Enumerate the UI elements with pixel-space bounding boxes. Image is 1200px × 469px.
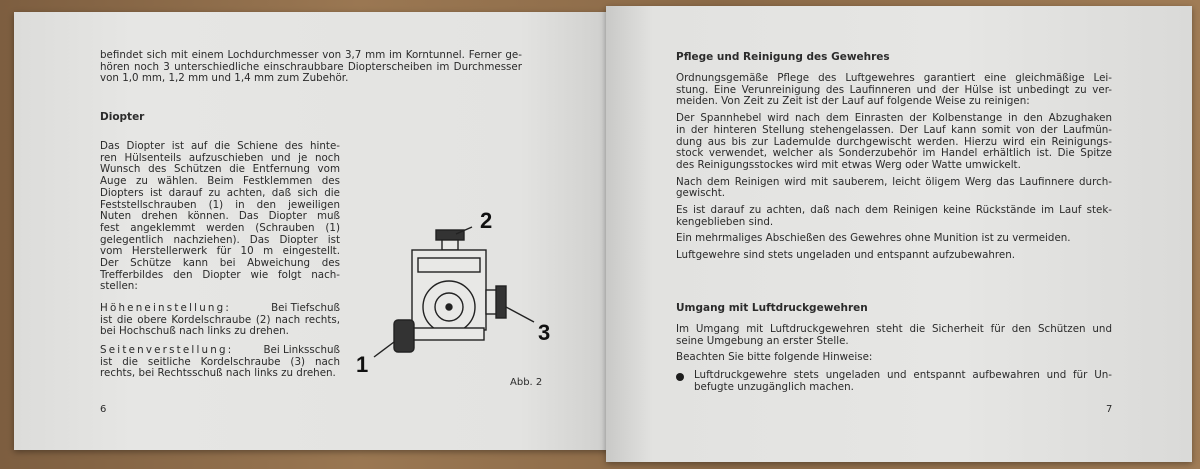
text-line: Trefferbildes den Diopter wie folgt nach… bbox=[100, 268, 340, 281]
bullet-item: Luftdruckgewehre stets ungeladen und ent… bbox=[694, 369, 1112, 393]
umgang-paragraphs: Im Umgang mit Luftdruckgewehren steht di… bbox=[676, 323, 1112, 364]
paragraph: Luftgewehre sind stets ungeladen und ent… bbox=[676, 249, 1112, 262]
paragraph: Beachten Sie bitte folgende Hinweise: bbox=[676, 352, 1112, 364]
right-paragraphs: Ordnungsgemäße Pflege des Luftgewehres g… bbox=[676, 72, 1112, 262]
text-line: Ordnungsgemäße Pflege des Luftgewehres g… bbox=[676, 72, 1112, 84]
text-line: Nach dem Reinigen wird mit sauberem, lei… bbox=[676, 175, 1112, 188]
text-line: Der Schütze kann bei Abweichung des bbox=[100, 257, 340, 270]
text-line: hören noch 3 unterschiedliche einschraub… bbox=[100, 60, 522, 73]
text-line: meiden. Von Zeit zu Zeit ist der Lauf au… bbox=[676, 95, 1030, 108]
text-line: bei Hochschuß nach links zu drehen. bbox=[100, 325, 289, 338]
section-heading-pflege: Pflege und Reinigung des Gewehres bbox=[676, 51, 890, 63]
text-line: des Reinigungsstockes wird mit etwas Wer… bbox=[676, 158, 1021, 171]
text-line: Bei Tiefschuß bbox=[271, 302, 340, 314]
text-line: stung. Eine Verunreinigung des Laufinner… bbox=[676, 83, 1112, 96]
text-line: gewischt. bbox=[676, 187, 726, 200]
text-line: ren Hülsenteils aufzuschieben und je noc… bbox=[100, 151, 340, 164]
text-line: fest angeklemmt werden (Schrauben (1) bbox=[100, 221, 340, 234]
text-line: befindet sich mit einem Lochdurchmesser … bbox=[100, 49, 522, 61]
text-line: Diopters ist darauf zu achten, daß sich … bbox=[100, 186, 340, 199]
intro-paragraph: befindet sich mit einem Lochdurchmesser … bbox=[100, 49, 522, 85]
text-line: von 1,0 mm, 1,2 mm und 1,4 mm zum Zubehö… bbox=[100, 72, 349, 85]
seite-label: Seitenverstellung: bbox=[100, 344, 234, 356]
paragraph: Der Spannhebel wird nach dem Einrasten d… bbox=[676, 112, 1112, 172]
bullet-icon bbox=[676, 373, 684, 381]
text-line: Nuten drehen können. Das Diopter muß bbox=[100, 210, 340, 223]
text-line: stock verwendet, welcher als Sonderzubeh… bbox=[676, 147, 1112, 160]
text-line: Im Umgang mit Luftdruckgewehren steht di… bbox=[676, 323, 1112, 335]
right-page: Pflege und Reinigung des Gewehres Ordnun… bbox=[606, 6, 1192, 462]
figure-label-1: 1 bbox=[356, 352, 368, 377]
text-line: dung aus bis zur Lademulde durchgewischt… bbox=[676, 135, 1112, 148]
left-page: befindet sich mit einem Lochdurchmesser … bbox=[14, 12, 610, 450]
diopter-paragraph: Das Diopter ist auf die Schiene des hint… bbox=[100, 140, 340, 293]
text-line: befugte unzugänglich machen. bbox=[694, 380, 854, 393]
hoehe-paragraph: Höheneinstellung: Bei Tiefschuß ist die … bbox=[100, 302, 340, 338]
text-line: vom Herstellerwerk für 10 m eingestellt. bbox=[100, 245, 340, 258]
paragraph: Es ist darauf zu achten, daß nach dem Re… bbox=[676, 204, 1112, 228]
page-number: 7 bbox=[1106, 404, 1113, 415]
figure-label-2: 2 bbox=[480, 208, 492, 233]
section-heading-umgang: Umgang mit Luftdruckgewehren bbox=[676, 302, 868, 314]
page-number: 6 bbox=[100, 404, 107, 415]
text-line: Luftgewehre sind stets ungeladen und ent… bbox=[676, 249, 1016, 262]
figure-caption: Abb. 2 bbox=[510, 377, 543, 388]
text-line: Feststellschrauben (1) in den jeweiligen bbox=[100, 198, 340, 211]
text-line: Wunsch des Schützen die Entfernung vom bbox=[100, 163, 340, 176]
text-line: ist die obere Kordelschraube (2) nach re… bbox=[100, 313, 340, 326]
section-heading-diopter: Diopter bbox=[100, 111, 145, 123]
text-line: Der Spannhebel wird nach dem Einrasten d… bbox=[676, 112, 1112, 125]
diopter-figure: 1 2 3 bbox=[356, 208, 550, 377]
text-line: kengeblieben sind. bbox=[676, 215, 774, 228]
text-line: Beachten Sie bitte folgende Hinweise: bbox=[676, 351, 873, 364]
seite-paragraph: Seitenverstellung: Bei Linksschuß ist di… bbox=[100, 344, 340, 380]
text-line: Das Diopter ist auf die Schiene des hint… bbox=[100, 140, 340, 152]
text-line: Luftdruckgewehre stets ungeladen und ent… bbox=[694, 369, 1112, 381]
text-line: gelegentlich nachziehen). Das Diopter is… bbox=[100, 233, 340, 246]
text-line: Es ist darauf zu achten, daß nach dem Re… bbox=[676, 204, 1112, 217]
text-line: Auge zu wählen. Beim Festklemmen des bbox=[100, 175, 340, 188]
paragraph: Ordnungsgemäße Pflege des Luftgewehres g… bbox=[676, 72, 1112, 108]
paragraph: Im Umgang mit Luftdruckgewehren steht di… bbox=[676, 323, 1112, 347]
figure-label-3: 3 bbox=[538, 320, 550, 345]
text-line: stellen: bbox=[100, 280, 138, 293]
text-line: Ein mehrmaliges Abschießen des Gewehres … bbox=[676, 232, 1071, 245]
text-line: rechts, bei Rechtsschuß nach links zu dr… bbox=[100, 367, 336, 380]
text-line: ist die seitliche Kordelschraube (3) nac… bbox=[100, 355, 340, 368]
paragraph: Ein mehrmaliges Abschießen des Gewehres … bbox=[676, 233, 1112, 245]
paragraph: Nach dem Reinigen wird mit sauberem, lei… bbox=[676, 175, 1112, 200]
text-line: in der hinteren Stellung stehengelassen.… bbox=[676, 123, 1112, 136]
text-line: seine Umgebung an erster Stelle. bbox=[676, 334, 849, 347]
hoehe-label: Höheneinstellung: bbox=[100, 302, 232, 314]
text-line: Bei Linksschuß bbox=[263, 344, 340, 356]
